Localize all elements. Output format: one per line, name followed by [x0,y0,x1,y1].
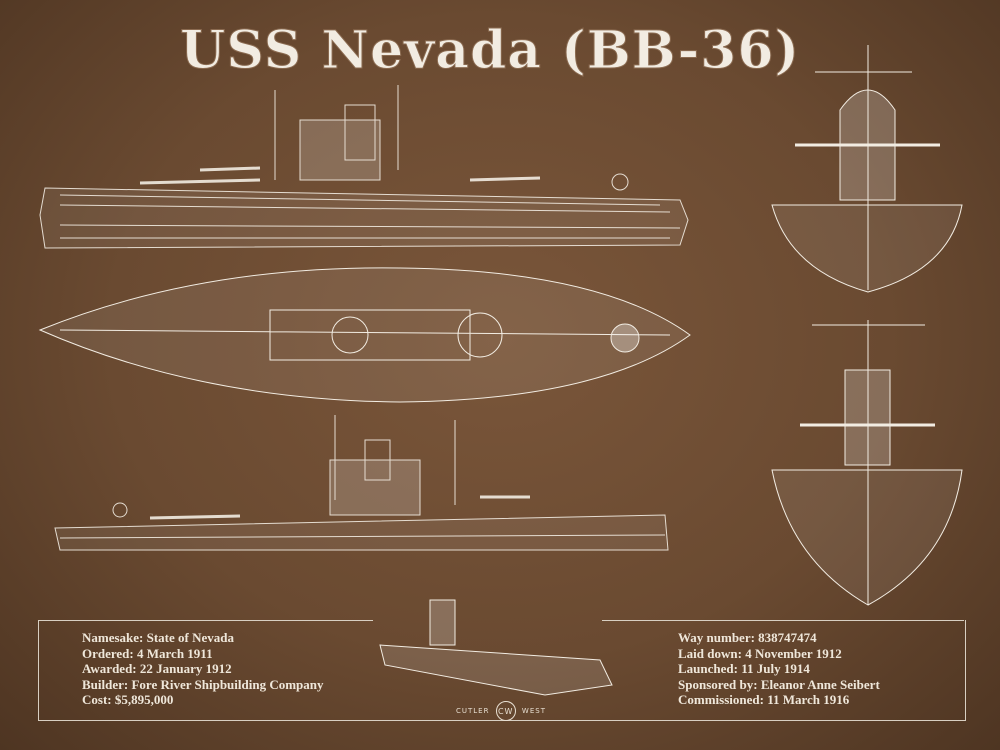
logo-left-text: CUTLER [456,707,490,715]
way-number: Way number: 838747474 [678,630,817,645]
logo-mark: CW [495,701,516,721]
right-info: Way number: 838747474 Laid down: 4 Novem… [678,630,880,708]
top-view [38,267,691,403]
cost: Cost: $5,895,000 [82,692,174,708]
side-view-top [39,85,689,249]
laid-down: Laid down: 4 November 1912 [678,645,842,661]
poster-title: USS Nevada (BB-36) [179,20,801,82]
bow-view-top [771,45,963,293]
sponsored-by: Sponsored by: Eleanor Anne Seibert [678,676,880,692]
left-info: Namesake: State of Nevada Ordered: 4 Mar… [82,630,324,708]
awarded: Awarded: 22 January 1912 [82,661,232,677]
namesake: Namesake: State of Nevada [82,630,235,645]
commissioned: Commissioned: 11 March 1916 [678,692,850,708]
brand-logo: CUTLER CW WEST [456,700,546,722]
ordered: Ordered: 4 March 1911 [82,645,213,661]
logo-right-text: WEST [521,707,546,715]
launched: Launched: 11 July 1914 [678,661,810,677]
frame-divider-left [38,620,373,621]
perspective-view [379,599,613,696]
bow-view-bottom [771,320,963,606]
builder: Builder: Fore River Shipbuilding Company [82,676,324,692]
frame-divider-right [602,620,964,621]
side-view-bottom [54,415,669,551]
